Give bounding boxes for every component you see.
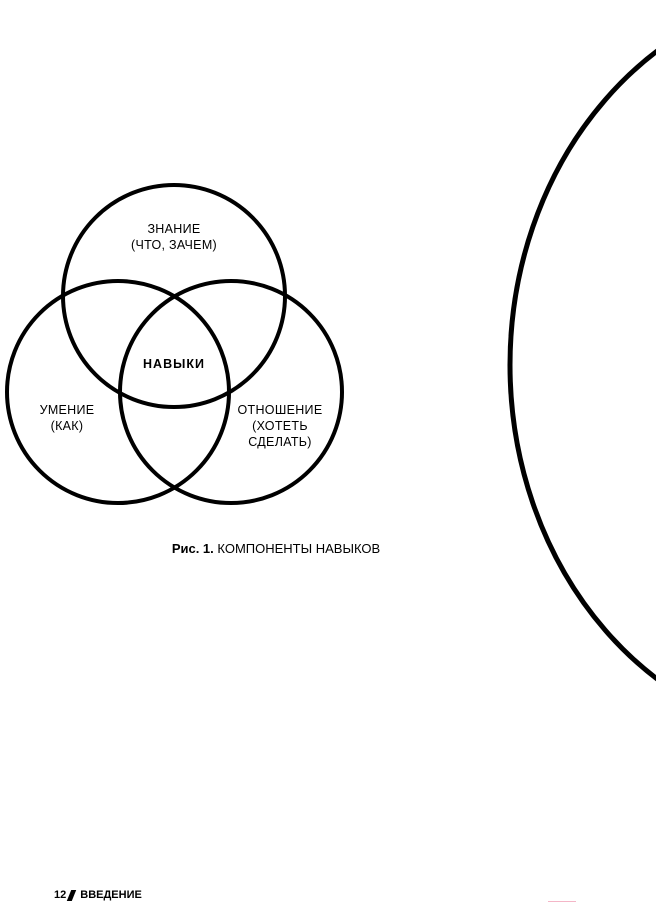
figure-caption-text: КОМПОНЕНТЫ НАВЫКОВ xyxy=(217,541,381,556)
section-title: ВВЕДЕНИЕ xyxy=(80,889,142,901)
attitude-label-line-3: СДЕЛАТЬ) xyxy=(248,435,312,449)
knowledge-label-line-1: ЗНАНИЕ xyxy=(147,222,200,236)
knowledge-label-line-2: (ЧТО, ЗАЧЕМ) xyxy=(131,238,217,252)
attitude-label-line-1: ОТНОШЕНИЕ xyxy=(238,403,323,417)
skill-label-line-2: (КАК) xyxy=(51,419,84,433)
page-footer: 12 ВВЕДЕНИЕ xyxy=(54,889,142,901)
figure-caption: Рис. 1. КОМПОНЕНТЫ НАВЫКОВ xyxy=(0,541,552,556)
attitude-label-line-2: (ХОТЕТЬ xyxy=(252,419,308,433)
page-number: 12 xyxy=(54,889,67,901)
figure-number: Рис. 1. xyxy=(171,541,214,556)
skill-label-line-1: УМЕНИЕ xyxy=(40,403,95,417)
decorative-arc xyxy=(507,48,656,682)
circle-attitude xyxy=(118,279,344,505)
center-label: НАВЫКИ xyxy=(143,357,205,371)
circle-skill xyxy=(5,279,231,505)
slash-separator-icon xyxy=(67,889,77,901)
crop-mark xyxy=(548,901,576,902)
